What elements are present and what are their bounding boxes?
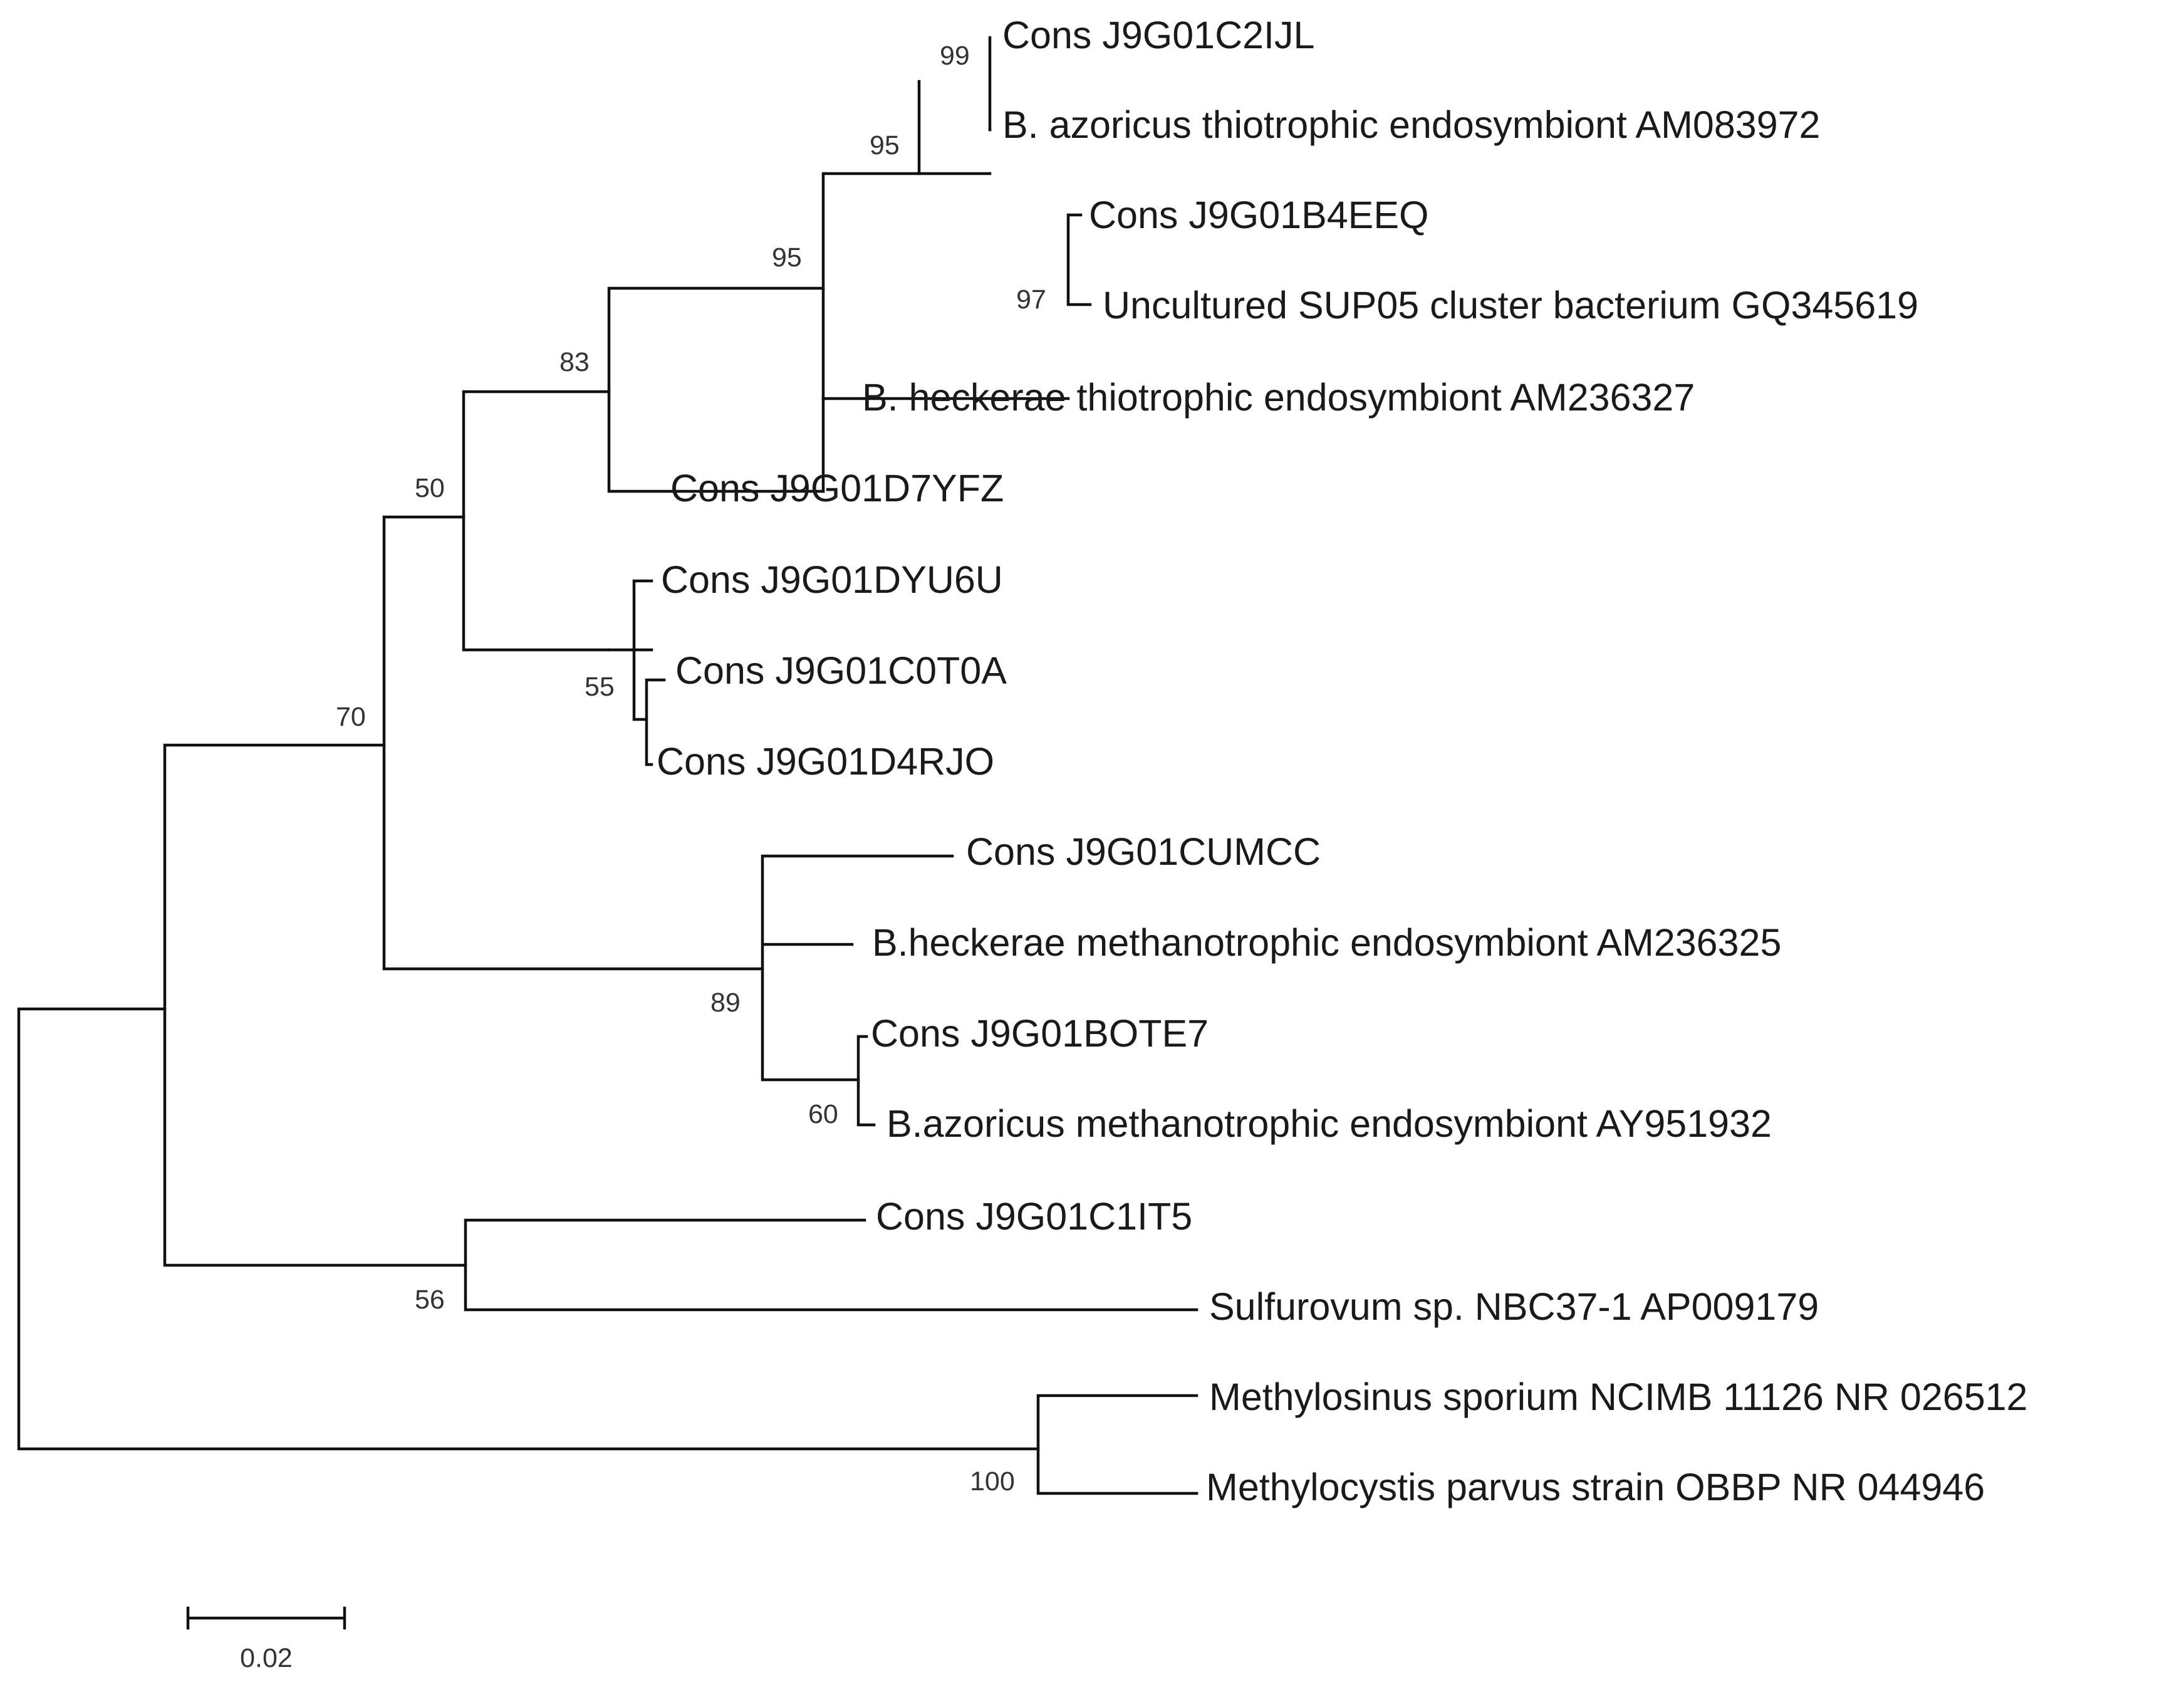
- branch-node-95-inner: [821, 172, 923, 400]
- bootstrap-89: 89: [710, 988, 741, 1018]
- leaf-label-b4eeq: Cons J9G01B4EEQ: [1089, 194, 1429, 236]
- branch-node-56: [464, 1218, 1199, 1312]
- branch-node-60: [856, 1035, 876, 1127]
- leaf-label-am236327: B. heckerae thiotrophic endosymbiont AM2…: [862, 376, 1695, 419]
- leaf-label-d7yfz: Cons J9G01D7YFZ: [670, 467, 1004, 509]
- leaf-label-c1it5: Cons J9G01C1IT5: [876, 1195, 1192, 1238]
- bootstrap-70: 70: [336, 702, 366, 732]
- bootstrap-55: 55: [585, 672, 615, 702]
- branch-node-83: [462, 390, 611, 652]
- branch-node-97: [919, 213, 1092, 400]
- leaf-label-d4rjo: Cons J9G01D4RJO: [657, 740, 994, 783]
- leaf-label-dyu6u: Cons J9G01DYU6U: [661, 558, 1003, 601]
- leaf-label-nr044946: Methylocystis parvus strain OBBP NR 0449…: [1206, 1466, 1985, 1508]
- leaf-label-bote7: Cons J9G01BOTE7: [871, 1012, 1209, 1055]
- branch-node-95-outer: [607, 286, 825, 493]
- leaf-label-ay951932: B.azoricus methanotrophic endosymbiont A…: [887, 1102, 1772, 1145]
- bootstrap-97: 97: [1016, 285, 1046, 315]
- branch-node-99: [917, 80, 992, 175]
- branch-node-100: [1036, 1394, 1199, 1495]
- branch-node-55: [632, 579, 666, 766]
- bootstrap-83: 83: [559, 347, 590, 377]
- leaf-label-c0t0a: Cons J9G01C0T0A: [675, 649, 1007, 692]
- bootstrap-95-inner: 95: [870, 130, 900, 160]
- bootstrap-99: 99: [940, 41, 970, 71]
- branch-node-50: [382, 515, 764, 971]
- tree-branches: [17, 36, 1199, 1495]
- leaf-label-gq345619: Uncultured SUP05 cluster bacterium GQ345…: [1103, 284, 1918, 326]
- leaf-label-ap009179: Sulfurovum sp. NBC37-1 AP009179: [1209, 1285, 1819, 1328]
- leaf-label-c2ijl: Cons J9G01C2IJL: [1002, 14, 1314, 56]
- bootstrap-60: 60: [808, 1099, 838, 1129]
- bootstrap-95-outer: 95: [772, 243, 802, 273]
- scale-bar-line: [186, 1606, 346, 1630]
- bootstrap-values: 99 95 95 97 83 50 70 55 89 60 56 100: [336, 41, 1046, 1497]
- scale-bar: 0.02: [186, 1606, 346, 1673]
- branch-root: [17, 1007, 1040, 1451]
- branch-node-89: [761, 854, 954, 1082]
- leaf-label-am083972: B. azoricus thiotrophic endosymbiont AM0…: [1002, 103, 1820, 146]
- bootstrap-50: 50: [415, 473, 445, 503]
- bootstrap-56: 56: [415, 1285, 445, 1315]
- leaf-labels: Cons J9G01C2IJL B. azoricus thiotrophic …: [657, 14, 2027, 1508]
- leaf-label-nr026512: Methylosinus sporium NCIMB 11126 NR 0265…: [1209, 1376, 2027, 1418]
- branch-node-70: [163, 743, 467, 1267]
- leaf-label-am236325: B.heckerae methanotrophic endosymbiont A…: [872, 921, 1781, 964]
- scale-bar-label: 0.02: [240, 1643, 293, 1673]
- bootstrap-100: 100: [970, 1466, 1015, 1497]
- leaf-label-cumcc: Cons J9G01CUMCC: [966, 830, 1321, 873]
